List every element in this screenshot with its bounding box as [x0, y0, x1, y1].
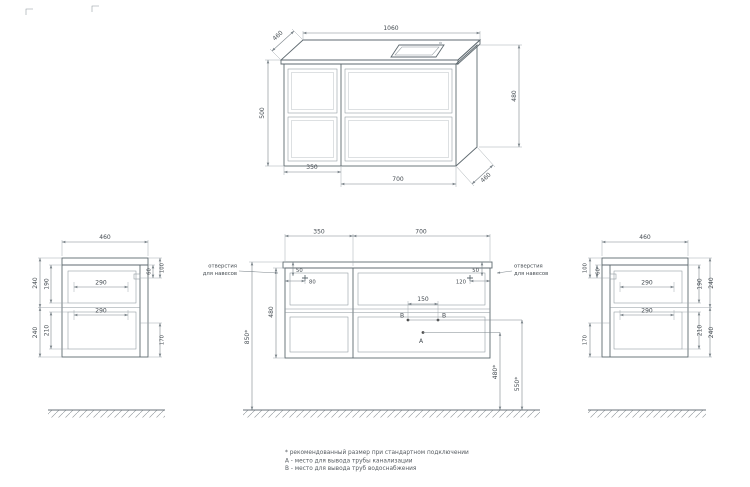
- dim-top-outer: 240: [708, 277, 715, 289]
- dim-left-section: 350: [313, 229, 325, 236]
- callout-leaders: [238, 270, 513, 274]
- dim-depth-top: 460: [271, 29, 284, 42]
- dim-length: 1060: [383, 25, 398, 32]
- dim-lower-drawer: 290: [641, 308, 653, 315]
- footnote: * рекомендованный размер при стандартном…: [285, 449, 469, 456]
- dim-top-inner: 190: [44, 278, 51, 290]
- right-side-body: [601, 257, 689, 358]
- dim-outlet-spacing: 150: [417, 296, 429, 303]
- dim-left-bottom: 170: [583, 334, 589, 345]
- floor-line: [48, 409, 706, 418]
- dim-right-gap: 60: [147, 268, 153, 275]
- notes-block: * рекомендованный размер при стандартном…: [285, 449, 469, 472]
- dim-right-bottom: 170: [160, 334, 166, 345]
- dim-top-outer: 240: [32, 277, 39, 289]
- dimension-lines: [250, 234, 524, 411]
- sink-basin: [390, 41, 445, 58]
- note-b: B - место для вывода труб водоснабжения: [285, 466, 416, 472]
- dim-right-section: 700: [415, 229, 427, 236]
- cabinet-body-perspective: [283, 43, 478, 167]
- dim-left-gap: 60: [596, 268, 602, 275]
- perspective-view: 1060 460 500 350 700 480 460: [259, 25, 522, 187]
- dim-height: 500: [259, 107, 266, 119]
- dim-floor-to-top: 850*: [244, 330, 251, 344]
- dimension-lines: [266, 30, 521, 186]
- dim-depth-bottom: 460: [479, 171, 492, 184]
- dim-upper-drawer: 290: [641, 280, 653, 287]
- dim-bottom-outer: 240: [708, 327, 715, 339]
- dim-upper-drawer: 290: [95, 280, 107, 287]
- dim-hole-side-left: 80: [309, 280, 316, 286]
- dim-drain-height: 480*: [492, 365, 499, 379]
- dim-left-section: 350: [306, 164, 318, 171]
- dim-body-height: 480: [268, 306, 275, 318]
- right-side-view: 460 100 60 170 190 240 210 240 290 290: [583, 234, 715, 358]
- dim-width: 460: [639, 234, 651, 241]
- callout-holes-left-line1: отверстия: [208, 264, 237, 270]
- callout-holes-right-line1: отверстия: [514, 264, 543, 270]
- dim-bottom-inner: 210: [44, 325, 51, 337]
- label-point-b-right: B: [442, 313, 446, 320]
- extension-lines: [38, 240, 162, 358]
- dim-width: 460: [99, 234, 111, 241]
- dimension-lines: [588, 240, 712, 358]
- left-side-view: 460 240 190 240 210 100 60 170 290 290: [32, 234, 166, 358]
- front-view: 350 700 50 50 80 120 480 850* 150 B B A …: [203, 229, 548, 411]
- callout-holes-left-line2: для навесов: [203, 271, 237, 277]
- dim-hole-top-right: 50: [472, 268, 479, 274]
- frame-marks: [25, 5, 99, 15]
- label-point-b-left: B: [400, 313, 404, 320]
- countertop: [279, 38, 482, 66]
- callout-holes-right-line2: для навесов: [514, 271, 548, 277]
- label-point-a: A: [419, 338, 424, 345]
- dim-hole-side-right: 120: [456, 280, 467, 286]
- dim-hole-top-left: 50: [296, 268, 303, 274]
- dim-lower-drawer: 290: [95, 308, 107, 315]
- note-a: A - место для вывода трубы канализации: [285, 459, 413, 465]
- dim-bottom-inner: 210: [697, 325, 704, 337]
- dim-supply-height: 550*: [514, 377, 521, 391]
- extension-lines: [588, 240, 712, 358]
- dim-bottom-outer: 240: [32, 327, 39, 339]
- dim-body-height: 480: [511, 90, 518, 102]
- front-body: [282, 261, 522, 359]
- dim-right-top: 100: [160, 262, 166, 273]
- dim-right-section: 700: [392, 176, 404, 183]
- extension-lines: [265, 28, 522, 187]
- dim-left-top: 100: [583, 262, 589, 273]
- dimension-lines: [38, 240, 162, 358]
- dim-top-inner: 190: [697, 278, 704, 290]
